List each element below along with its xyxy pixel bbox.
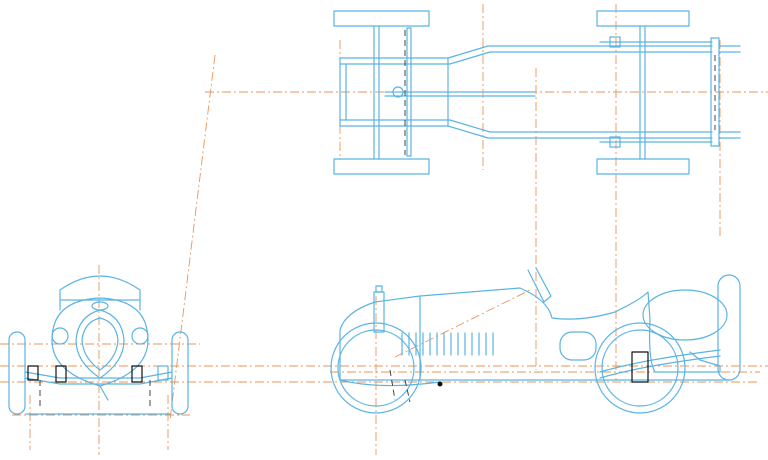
front-view-left-spring [55,365,67,383]
front-view-right-kingpin [157,365,169,381]
top-view [333,10,741,175]
side-view-rear-wheel [594,322,686,414]
projection-line-diagonal [169,54,216,421]
side-view-front-wheel [330,322,422,414]
side-view-front-spring [339,379,441,387]
top-view-steering-joint [392,86,404,98]
front-view-right-headlamp [131,327,149,345]
front-view-radiator-cap [91,301,109,311]
side-view-front-pivot [437,381,443,387]
side-view-radiator-stack [373,291,385,333]
side-view-spare-wheel [717,274,741,381]
top-view-rear-left-wheel [596,10,690,27]
side-view [330,267,741,414]
front-view-right-wheel [171,331,189,415]
front-view-right-spring [131,365,143,383]
side-view-diagonal-construction [394,289,531,358]
top-view-rear-right-wheel [596,158,690,175]
front-view-axle [24,371,173,379]
side-view-rear-shock [631,351,649,383]
side-view-rear-fuel-tank [642,289,728,341]
front-view-radiator-grille-inner [81,317,119,371]
side-view-rear-spring-lower [599,355,721,379]
top-view-front-left-wheel [333,10,430,27]
front-view-steering-drop-arm [99,385,109,401]
top-view-right-chassis-rail [339,125,713,139]
centerlines [0,4,768,455]
top-view-front-right-wheel [333,158,430,175]
side-view-radiator-cap [375,285,383,293]
side-view-steering-column [527,267,552,303]
side-view-hidden-linkage [404,379,411,403]
side-view-rear-spring [599,349,721,373]
top-view-left-chassis-rail [339,45,713,59]
front-view-radiator-grille [75,309,125,379]
side-view-rear-wheel-rim [601,329,679,407]
front-view-axle-lower [24,377,173,385]
side-view-front-wheel-rim [337,329,415,407]
front-view-radiator-shell [51,297,149,387]
side-view-hood-louvres [401,332,494,356]
top-view-left-chassis-rail-inner [339,51,713,65]
side-view-hidden-brake-rod [389,369,396,401]
side-view-seat-pad [559,331,597,361]
front-view [8,275,189,415]
front-view-left-headlamp [51,327,69,345]
front-view-left-kingpin [27,365,39,381]
top-view-tail-panel [710,37,720,147]
front-view-left-wheel [8,331,26,415]
top-view-right-chassis-rail-inner [339,119,713,133]
front-view-cowl [59,275,141,311]
